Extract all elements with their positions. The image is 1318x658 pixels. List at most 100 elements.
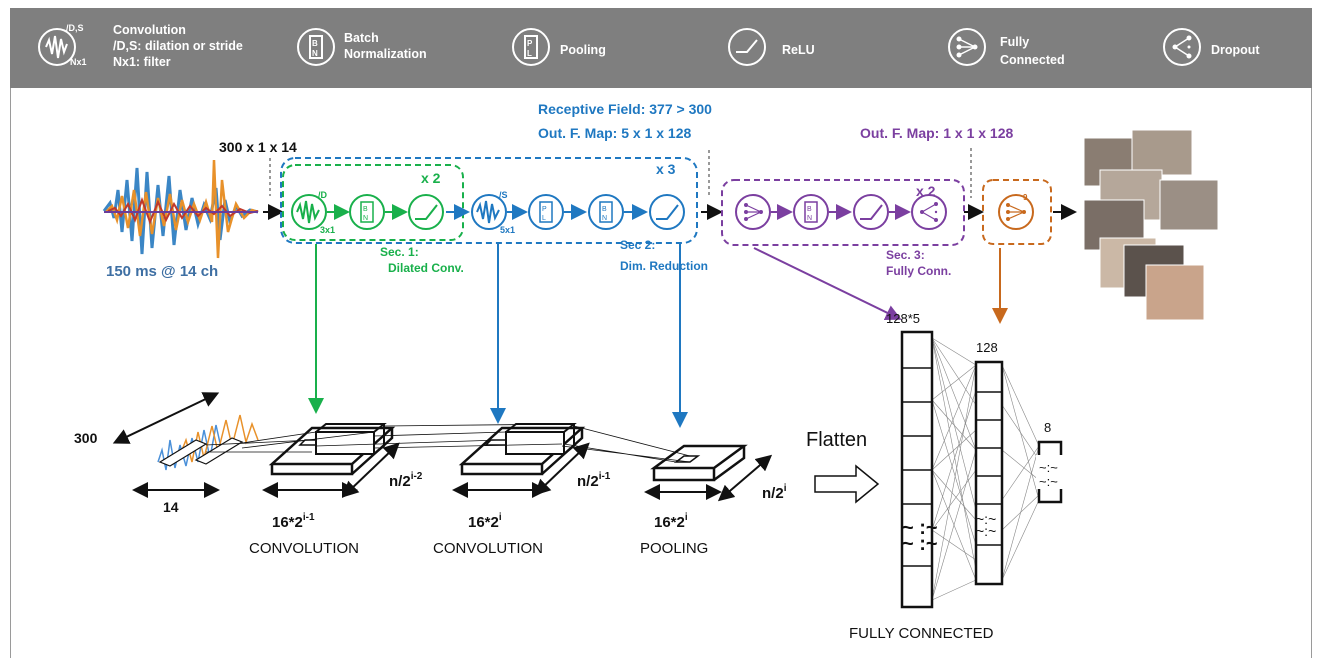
fc-label: FULLY CONNECTED <box>849 625 994 642</box>
svg-text:~:~: ~:~ <box>1039 460 1058 475</box>
section-1-label-line2: Dilated Conv. <box>388 261 464 275</box>
out-map-sec2-label: Out. F. Map: 5 x 1 x 128 <box>538 125 691 141</box>
fc-output-layer: ~:~ ~:~ <box>1036 440 1064 504</box>
svg-text:B: B <box>312 39 318 48</box>
dim-300-arrow <box>112 392 220 444</box>
relu-icon-s2 <box>649 194 685 230</box>
dilated-conv-icon <box>291 194 327 230</box>
svg-text:B: B <box>602 206 607 213</box>
svg-text:N: N <box>312 49 318 58</box>
pool-depth-label: n/2i <box>762 483 787 502</box>
svg-text:B: B <box>363 206 368 213</box>
out-map-sec3-label: Out. F. Map: 1 x 1 x 128 <box>860 125 1013 141</box>
legend-bar: /D,S Nx1 Convolution /D,S: dilation or s… <box>10 8 1312 88</box>
conv-icon-top-label: /D,S <box>66 23 84 33</box>
flatten-arrow <box>814 464 880 504</box>
conv1-depth-arrow <box>342 442 400 498</box>
relu-icon <box>728 28 766 66</box>
legend-fc-line1: Fully <box>1000 35 1030 49</box>
legend-fc-line2: Connected <box>1000 53 1065 67</box>
dropout-icon <box>1163 28 1201 66</box>
dilated-conv-sup: /D <box>318 190 328 200</box>
svg-text:N: N <box>363 215 368 222</box>
batch-norm-icon-s1: BN <box>349 194 385 230</box>
svg-text:L: L <box>527 49 532 58</box>
svg-text:B: B <box>807 206 812 213</box>
svg-text:~:~: ~:~ <box>1039 474 1058 489</box>
fc-input-layer: ~ :~ ~ :~ <box>900 330 938 609</box>
output-count-label: 9 <box>1023 193 1028 202</box>
dim-14-label: 14 <box>163 499 179 515</box>
fc-hidden-layer: ~:~ ~:~ <box>974 360 1004 586</box>
svg-text:~ :~: ~ :~ <box>902 533 938 555</box>
fc-output-label: 8 <box>1044 420 1051 435</box>
strided-conv-icon <box>471 194 507 230</box>
pool-label: POOLING <box>640 540 708 557</box>
legend-relu: ReLU <box>782 43 815 57</box>
frame-right-border <box>1311 88 1312 658</box>
pooling-block <box>561 425 748 482</box>
section-3-label-line2: Fully Conn. <box>886 264 951 278</box>
section-2-repeat: x 3 <box>656 161 676 177</box>
input-filter-1 <box>158 439 208 467</box>
section-1-repeat: x 2 <box>421 170 441 186</box>
output-box <box>982 179 1052 245</box>
emg-signal-input <box>102 159 259 259</box>
output-fc-icon <box>998 194 1034 230</box>
frame-left-border <box>10 88 11 658</box>
fully-connected-icon <box>948 28 986 66</box>
convolution-icon <box>38 28 76 66</box>
svg-text:N: N <box>602 215 607 222</box>
section-2-box <box>280 157 698 244</box>
relu-icon-s3 <box>853 194 889 230</box>
conv2-depth-arrow <box>534 442 590 496</box>
fc-connections <box>931 337 1040 601</box>
svg-text:N: N <box>807 215 812 222</box>
section-2-label-line2: Dim. Reduction <box>620 259 708 273</box>
batch-norm-icon-s2: BN <box>588 194 624 230</box>
legend-dropout: Dropout <box>1211 43 1260 57</box>
relu-icon-s1 <box>408 194 444 230</box>
conv2-width-label: 16*2i <box>468 512 502 531</box>
dilated-conv-sub: 3x1 <box>320 225 335 235</box>
fc-input-label: 128*5 <box>886 311 920 326</box>
legend-conv-line3: Nx1: filter <box>113 55 171 69</box>
batch-norm-icon-s3: BN <box>793 194 829 230</box>
conv1-depth-label: n/2i-2 <box>389 471 423 490</box>
conv2-label: CONVOLUTION <box>433 540 543 557</box>
conv-block-1 <box>205 423 396 476</box>
section-3-repeat: x 2 <box>916 183 936 199</box>
section-1-box <box>282 164 464 241</box>
down-arrow-purple <box>753 247 902 320</box>
conv-icon-bottom-label: Nx1 <box>70 57 87 67</box>
gesture-images <box>1083 129 1219 321</box>
flatten-label: Flatten <box>806 429 867 451</box>
receptive-field-label: Receptive Field: 377 > 300 <box>538 101 712 117</box>
svg-text:P: P <box>527 39 533 48</box>
input-filter-2 <box>194 437 244 465</box>
pooling-icon-s2: PL <box>528 194 564 230</box>
dim-300-label: 300 <box>74 430 98 446</box>
conv2-depth-label: n/2i-1 <box>577 471 611 490</box>
input-shape-label: 300 x 1 x 14 <box>219 139 297 155</box>
pool-depth-arrow <box>717 454 773 502</box>
section-1-label-line1: Sec. 1: <box>380 245 419 259</box>
section-3-label-line1: Sec. 3: <box>886 248 925 262</box>
fc-icon-s3 <box>735 194 771 230</box>
legend-batch-norm-line1: Batch <box>344 31 379 45</box>
legend-conv-line2: /D,S: dilation or stride <box>113 39 243 53</box>
input-label: 150 ms @ 14 ch <box>106 263 218 280</box>
svg-text:~:~: ~:~ <box>976 511 996 527</box>
section-3-box <box>721 179 965 246</box>
legend-conv-title: Convolution <box>113 23 186 37</box>
pool-width-label: 16*2i <box>654 512 688 531</box>
strided-conv-sub: 5x1 <box>500 225 515 235</box>
strided-conv-sup: /S <box>499 190 508 200</box>
fc-hidden-label: 128 <box>976 340 998 355</box>
svg-text:~:~: ~:~ <box>976 523 996 539</box>
svg-text:P: P <box>542 206 547 213</box>
legend-pooling: Pooling <box>560 43 606 57</box>
section-2-label-line1: Sec 2: <box>620 238 655 252</box>
